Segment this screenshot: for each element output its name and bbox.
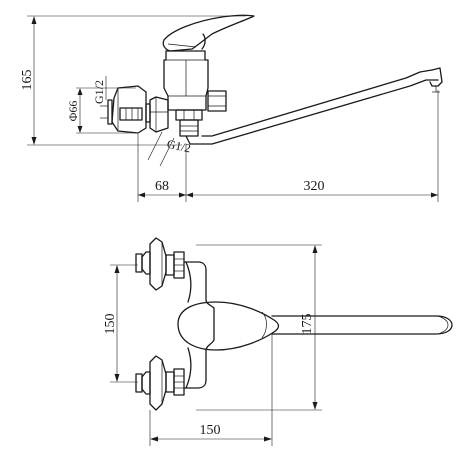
dim-width-label: 150 — [200, 423, 221, 438]
mixer-body-top — [183, 261, 215, 389]
upper-inlet — [135, 237, 185, 291]
body-nut — [175, 109, 203, 137]
spout-top — [271, 315, 453, 335]
handle-lever — [162, 14, 255, 52]
dim-spout-span: 175 — [196, 244, 322, 411]
wall-flange — [100, 85, 147, 134]
dim-width: 150 — [149, 334, 273, 446]
dim-height-label: 165 — [20, 70, 35, 91]
dim-inlet-spacing: 150 — [103, 264, 138, 383]
dim-thread-top: G1/2 — [92, 76, 107, 104]
dim-inlet-spacing-label: 150 — [103, 314, 118, 335]
dim-height: 165 — [20, 15, 246, 146]
dim-body-diameter-label: Φ66 — [66, 101, 80, 122]
lower-inlet — [135, 355, 185, 411]
handle-top — [177, 301, 280, 351]
dim-body-depth-label: 68 — [155, 179, 169, 194]
mixer-body — [163, 50, 209, 111]
dim-thread-bottom: G1/2 — [147, 131, 192, 167]
side-view: 165 Φ66 G1/2 G1/2 — [20, 14, 443, 202]
top-view: 150 175 150 — [103, 237, 453, 446]
eccentric-inlet — [145, 96, 169, 133]
dim-body-diameter: Φ66 — [66, 87, 136, 134]
dim-thread-top-label: G1/2 — [92, 80, 106, 104]
dim-spout-length-label: 320 — [304, 179, 325, 194]
dim-thread-bottom-label: G1/2 — [166, 137, 192, 156]
diverter-knob — [207, 90, 227, 112]
dim-depth-and-spout: 68 320 — [137, 90, 439, 202]
spout — [185, 67, 443, 145]
dim-spout-span-label: 175 — [300, 314, 315, 335]
